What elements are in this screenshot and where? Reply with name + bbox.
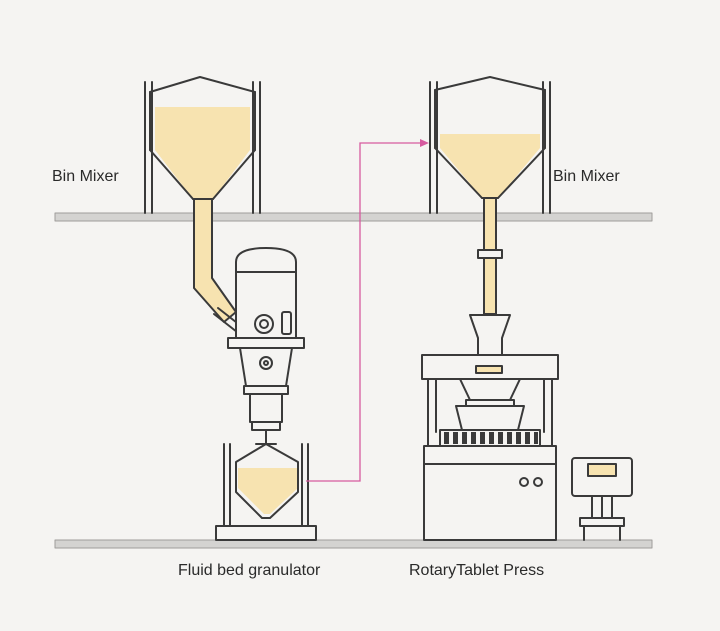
rotary-tablet-press [421, 314, 559, 541]
bin-mixer-left [144, 76, 261, 214]
transfer-arrow-head [420, 139, 429, 147]
label-rotary-tablet-press: RotaryTablet Press [409, 562, 544, 579]
bin-mixer-left-powder [155, 107, 250, 199]
fluid-bed-granulator [227, 247, 305, 445]
label-fluid-bed-granulator: Fluid bed granulator [178, 562, 321, 579]
upper-floor [54, 212, 653, 222]
label-bin-mixer-right: Bin Mixer [553, 168, 620, 185]
control-panel [571, 457, 633, 541]
granulator-bowl [215, 443, 317, 541]
label-bin-mixer-left: Bin Mixer [52, 168, 119, 185]
bin-mixer-right-powder [440, 134, 540, 198]
chute-right [477, 197, 503, 315]
lower-floor [54, 539, 653, 549]
tablet-punches [444, 432, 538, 444]
bin-mixer-right [429, 76, 551, 214]
transfer-arrow [306, 142, 420, 482]
